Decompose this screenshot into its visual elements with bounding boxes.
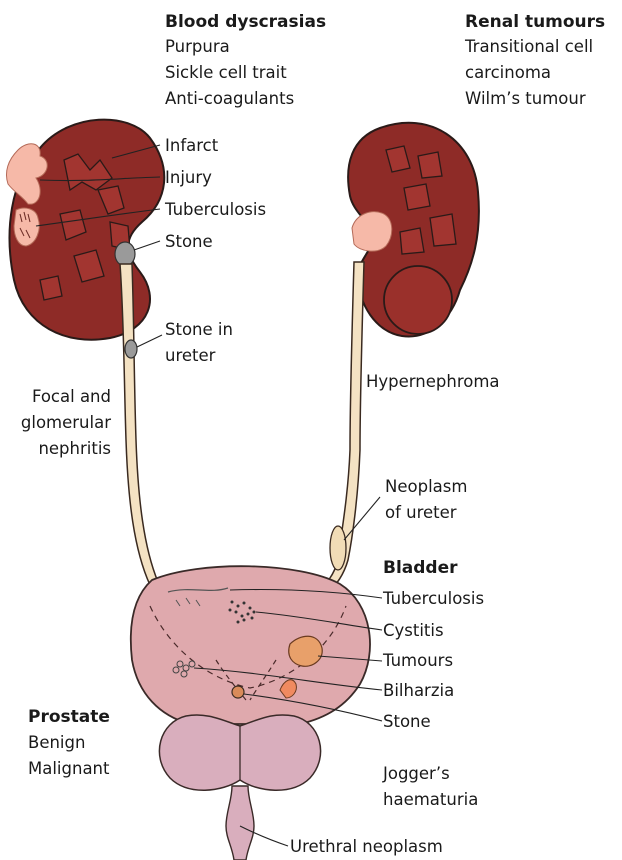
label-nephritis: nephritis [38,439,111,458]
prostate-item-malignant: Malignant [28,759,110,778]
prostate-heading: Prostate [28,707,110,727]
prostate-gland [159,715,320,790]
renal-item-transitional: Transitional cell [464,37,593,56]
kidney-stone-icon [115,242,135,266]
bladder-item-stone: Stone [383,712,431,731]
ureter-stone-icon [125,340,137,358]
left-kidney [6,120,164,340]
renal-item-carcinoma: carcinoma [465,63,551,82]
label-joggers: Jogger’s [382,764,450,783]
label-tuberculosis-kidney: Tuberculosis [164,200,266,219]
ureter-neoplasm [330,526,346,570]
right-kidney [348,123,479,337]
bladder-stone-icon [232,686,244,698]
bladder-heading: Bladder [383,558,458,578]
blood-item-anticoag: Anti-coagulants [165,89,294,108]
label-stone-kidney: Stone [165,232,213,251]
bladder-item-cystitis: Cystitis [383,621,444,640]
label-hypernephroma: Hypernephroma [366,372,500,391]
hypernephroma-mass [384,266,452,334]
label-urethral-neoplasm: Urethral neoplasm [290,837,443,856]
label-of-ureter: of ureter [385,503,457,522]
prostate-item-benign: Benign [28,733,85,752]
label-ureter: ureter [165,346,216,365]
renal-item-wilms: Wilm’s tumour [465,89,586,108]
blood-item-sickle: Sickle cell trait [165,63,287,82]
label-neoplasm: Neoplasm [385,477,467,496]
urethra [226,786,254,860]
label-stone-in: Stone in [165,320,233,339]
renal-tumours-heading: Renal tumours [465,12,605,32]
bladder-tumour [289,636,322,666]
label-injury: Injury [165,168,212,187]
label-glomerular: glomerular [21,413,111,432]
bladder-item-bilharzia: Bilharzia [383,681,454,700]
label-haematuria: haematuria [383,790,478,809]
bladder-item-tuberculosis: Tuberculosis [382,589,484,608]
blood-item-purpura: Purpura [165,37,230,56]
label-focal-and: Focal and [32,387,111,406]
bladder-item-tumours: Tumours [382,651,453,670]
renal-tumour-lesion [352,212,392,251]
blood-dyscrasias-heading: Blood dyscrasias [165,12,326,32]
label-infarct: Infarct [165,136,219,155]
